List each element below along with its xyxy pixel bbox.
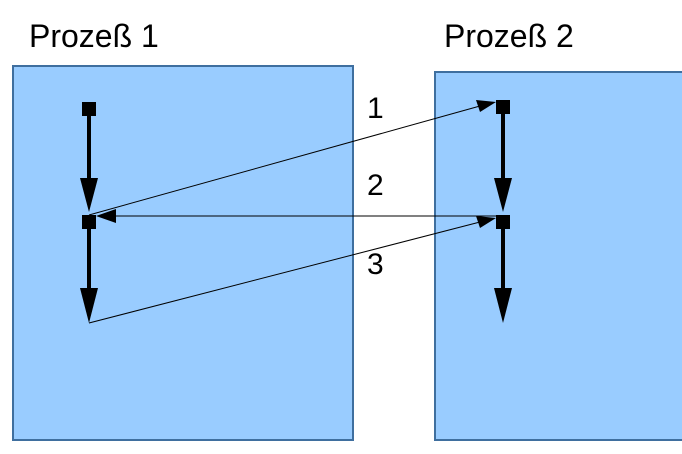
process-2-timeline: [494, 100, 512, 323]
message-3-label: 3: [367, 248, 384, 281]
process-1-box: [12, 65, 354, 441]
p2-event-send: [496, 215, 510, 229]
p2-event-receive-1: [496, 100, 510, 114]
p2-arrowhead-2: [494, 288, 512, 323]
process-2-box: [434, 71, 682, 441]
p2-arrowhead-1: [494, 178, 512, 212]
message-1-label: 1: [367, 92, 384, 125]
message-1-arrow: [88, 100, 496, 216]
p1-arrowhead-1: [80, 178, 98, 212]
p1-event-start: [82, 102, 96, 116]
process-1-timeline: [80, 102, 98, 323]
message-3-arrow: [88, 216, 496, 324]
process-2-label: Prozeß 2: [444, 18, 574, 54]
p1-event-receive: [82, 215, 96, 229]
message-2-label: 2: [367, 169, 384, 202]
message-2-arrow: [96, 209, 496, 223]
process-1-label: Prozeß 1: [29, 18, 159, 54]
p1-arrowhead-2: [80, 288, 98, 323]
